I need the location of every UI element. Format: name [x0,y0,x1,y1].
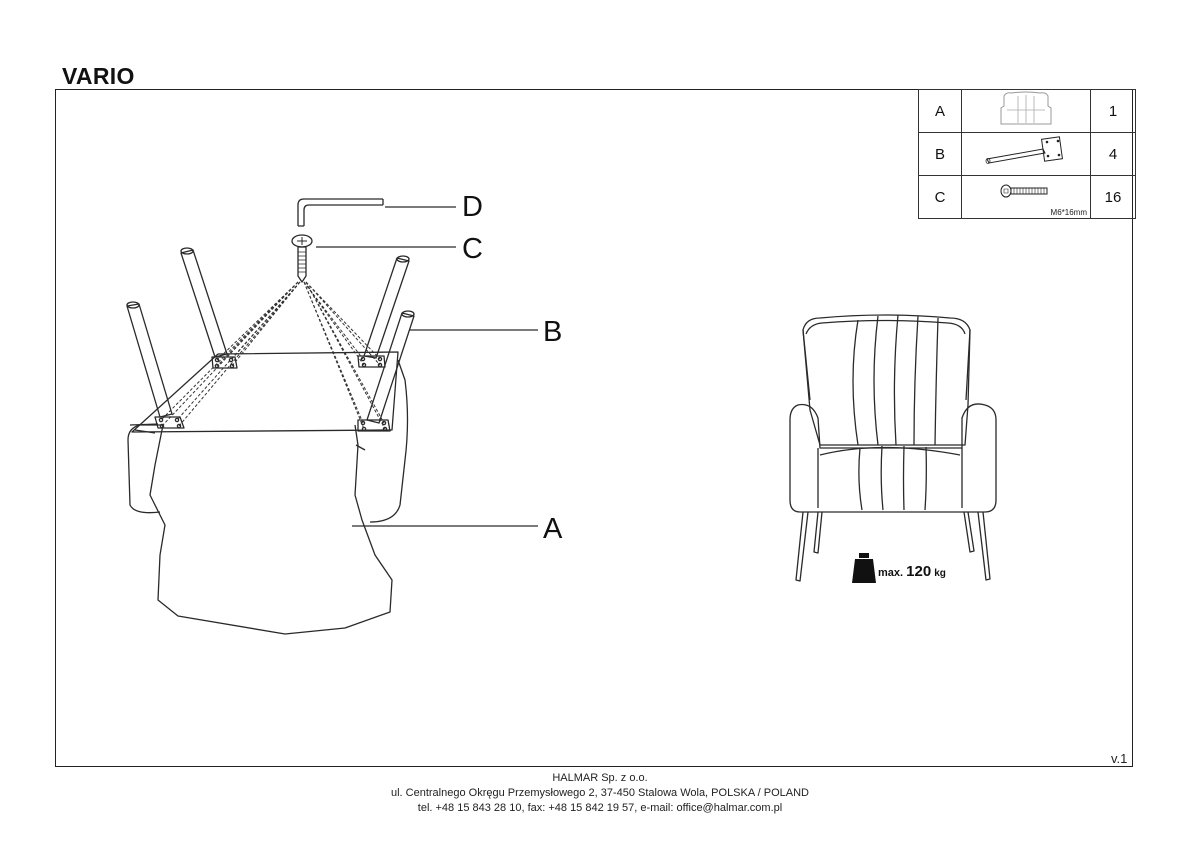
max-load-label: max. 120 kg [878,563,946,580]
callout-b: B [543,316,563,348]
callout-c: C [462,233,483,265]
leg [126,301,173,418]
diagram-frame [55,89,1133,767]
version-label: v.1 [1111,751,1128,766]
leg-plate [154,416,185,429]
chair-body [127,359,409,635]
chair-leg-icon [985,136,1064,164]
footer: HALMAR Sp. z o.o. ul. Centralnego Okręgu… [0,771,1200,816]
parts-table: A 1 B 4 C [918,89,1136,219]
part-qty: 4 [1090,132,1136,176]
weight-icon [852,553,876,583]
max-load-value: 120 [906,563,932,580]
parts-row-b: B 4 [918,132,1136,176]
footer-address: ul. Centralnego Okręgu Przemysłowego 2, … [390,787,809,799]
seat-platform [131,351,399,433]
footer-company: HALMAR Sp. z o.o. [552,772,648,784]
parts-row-c: C M6*16mm 16 [918,175,1136,219]
callout-d: D [462,191,483,223]
part-qty: 16 [1090,175,1136,219]
assembly-guides [160,281,386,430]
armchair-icon [1000,91,1052,125]
assembled-armchair [789,314,997,582]
leg [180,247,228,358]
product-title: VARIO [62,63,135,89]
allen-key [297,198,383,226]
footer-contact: tel. +48 15 843 28 10, fax: +48 15 842 1… [417,802,783,814]
part-letter: B [918,132,962,176]
bolt-icon [1000,184,1048,198]
leg-plate [357,419,391,432]
leg [363,255,410,359]
bolt-spec: M6*16mm [1050,208,1087,217]
bolt [291,234,313,283]
max-load-unit: kg [934,568,946,579]
callout-a: A [543,513,563,545]
leg [366,310,415,424]
allen-key-end [298,199,384,227]
max-load-prefix: max. [878,567,904,579]
